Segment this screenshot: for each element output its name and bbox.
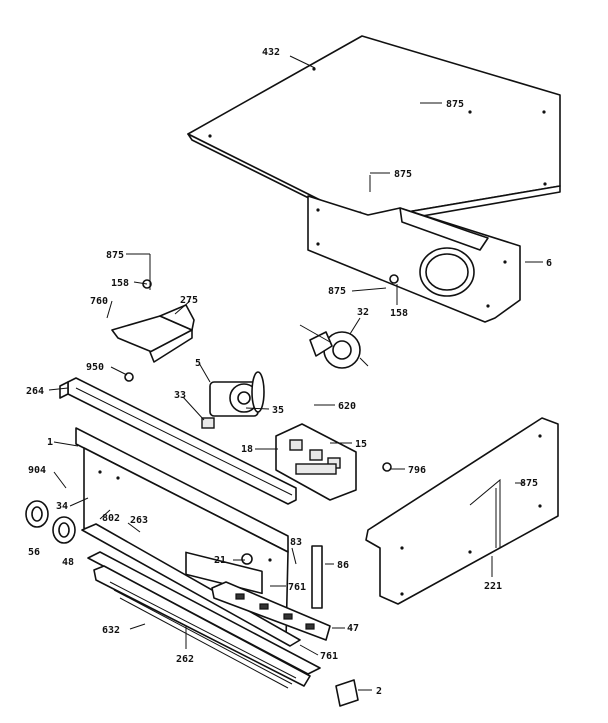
label-47: 47 <box>347 623 359 634</box>
right-side-panel <box>365 417 559 605</box>
label-432: 432 <box>262 47 280 58</box>
label-620: 620 <box>338 401 356 412</box>
label-6: 6 <box>546 258 552 269</box>
top-cover-panel <box>187 35 561 227</box>
label-264: 264 <box>26 386 44 397</box>
label-796: 796 <box>408 465 426 476</box>
label-875-right: 875 <box>520 478 538 489</box>
label-275: 275 <box>180 295 198 306</box>
label-1: 1 <box>47 437 53 448</box>
label-761-upper: 761 <box>288 582 306 593</box>
label-761-lower: 761 <box>320 651 338 662</box>
clock-motor-assembly <box>201 371 265 429</box>
label-875-mid: 875 <box>394 169 412 180</box>
label-2: 2 <box>376 686 382 697</box>
label-5: 5 <box>195 358 201 369</box>
label-21: 21 <box>214 555 226 566</box>
label-262: 262 <box>176 654 194 665</box>
label-632: 632 <box>102 625 120 636</box>
label-35: 35 <box>272 405 284 416</box>
switch-strip <box>211 581 331 641</box>
label-158-left: 158 <box>111 278 129 289</box>
label-15: 15 <box>355 439 367 450</box>
label-875-top: 875 <box>446 99 464 110</box>
vent-slots <box>109 581 297 689</box>
label-875-fan: 875 <box>328 286 346 297</box>
label-48: 48 <box>62 557 74 568</box>
leader-lines <box>48 55 543 691</box>
part-labels: 432 875 875 6 875 158 875 158 760 275 32… <box>26 47 552 697</box>
vertical-bracket <box>311 545 323 609</box>
label-83: 83 <box>290 537 302 548</box>
mounting-bracket <box>111 304 195 363</box>
knob-48 <box>52 516 76 544</box>
knob-56 <box>25 500 49 528</box>
upper-trim-rail <box>59 377 297 505</box>
label-32: 32 <box>357 307 369 318</box>
label-875-left: 875 <box>106 250 124 261</box>
rear-shroud <box>307 195 521 323</box>
label-33: 33 <box>174 390 186 401</box>
label-263: 263 <box>130 515 148 526</box>
label-802: 802 <box>102 513 120 524</box>
lower-control-front <box>81 523 321 689</box>
fan-motor <box>299 324 369 369</box>
label-221: 221 <box>484 581 502 592</box>
label-18: 18 <box>241 444 253 455</box>
label-56: 56 <box>28 547 40 558</box>
label-158-right: 158 <box>390 308 408 319</box>
label-34: 34 <box>56 501 68 512</box>
end-cap <box>335 679 359 707</box>
label-950: 950 <box>86 362 104 373</box>
label-904: 904 <box>28 465 46 476</box>
label-86: 86 <box>337 560 349 571</box>
label-760: 760 <box>90 296 108 307</box>
